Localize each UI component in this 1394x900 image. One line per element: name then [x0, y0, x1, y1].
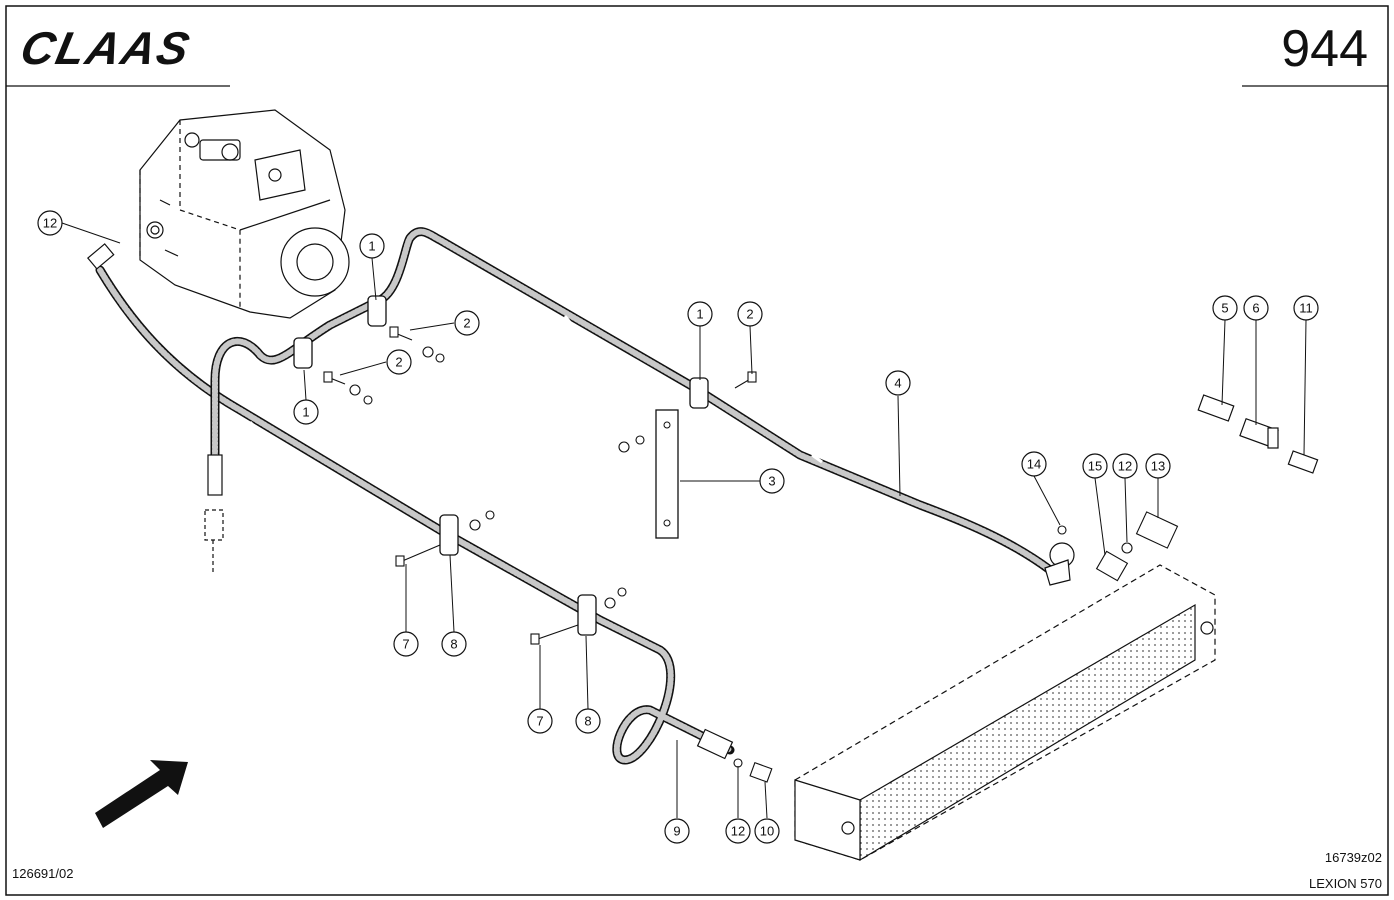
- brand-logo: CLAAS: [16, 22, 195, 73]
- clamps: [293, 295, 709, 636]
- callout-marker: 2: [737, 301, 763, 327]
- model-name: LEXION 570: [1309, 876, 1382, 891]
- callout-label: 1: [368, 239, 375, 254]
- hydraulic-pump: [139, 109, 350, 319]
- callout-label: 8: [450, 637, 457, 652]
- callout-label: 10: [760, 824, 774, 839]
- callout-label: 2: [746, 307, 753, 322]
- callout-marker: 12: [37, 210, 63, 236]
- callout-marker: 7: [393, 631, 419, 657]
- callout-label: 7: [536, 714, 543, 729]
- callout-label: 4: [894, 376, 901, 391]
- mounting-bracket: [655, 409, 679, 539]
- callout-marker: 12: [1112, 453, 1138, 479]
- callout-marker: 10: [754, 818, 780, 844]
- callout-marker: 8: [441, 631, 467, 657]
- callout-label: 12: [731, 824, 745, 839]
- callout-marker: 2: [454, 310, 480, 336]
- oil-cooler: [794, 564, 1216, 862]
- callout-label: 9: [673, 824, 680, 839]
- callout-marker: 1: [359, 233, 385, 259]
- callout-label: 2: [395, 355, 402, 370]
- callout-markers: 12 1 2 2 1 1 2 4 3 5 6 11 14 15 12 13 7 …: [37, 210, 1319, 844]
- callout-label: 3: [768, 474, 775, 489]
- callout-label: 12: [43, 216, 57, 231]
- bolts-and-nuts: [323, 326, 1179, 783]
- hose-lines: [95, 227, 1055, 765]
- callout-marker: 12: [725, 818, 751, 844]
- callout-marker: 6: [1243, 295, 1269, 321]
- callout-label: 11: [1299, 301, 1313, 316]
- callout-marker: 9: [664, 818, 690, 844]
- callout-label: 1: [696, 307, 703, 322]
- callout-marker: 5: [1212, 295, 1238, 321]
- document-code: 126691/02: [12, 866, 73, 881]
- callout-label: 2: [463, 316, 470, 331]
- callout-label: 12: [1118, 459, 1132, 474]
- callout-marker: 15: [1082, 453, 1108, 479]
- adapter-fittings: [1197, 394, 1319, 474]
- callout-marker: 4: [885, 370, 911, 396]
- callout-marker: 3: [759, 468, 785, 494]
- callout-marker: 14: [1021, 451, 1047, 477]
- callout-marker: 2: [386, 349, 412, 375]
- callout-marker: 7: [527, 708, 553, 734]
- callout-marker: 8: [575, 708, 601, 734]
- callout-marker: 11: [1293, 295, 1319, 321]
- page-number: 944: [1281, 20, 1368, 78]
- callout-label: 7: [402, 637, 409, 652]
- callout-label: 1: [302, 405, 309, 420]
- leader-lines: [61, 222, 1307, 819]
- direction-arrow-icon: [95, 760, 188, 828]
- callout-label: 6: [1252, 301, 1259, 316]
- callout-label: 13: [1151, 459, 1165, 474]
- callout-label: 5: [1221, 301, 1228, 316]
- callout-label: 8: [584, 714, 591, 729]
- fittings: [86, 243, 1075, 760]
- callout-label: 15: [1088, 459, 1102, 474]
- callout-marker: 13: [1145, 453, 1171, 479]
- drawing-id: 16739z02: [1325, 850, 1382, 865]
- callout-label: 14: [1027, 457, 1041, 472]
- callout-marker: 1: [687, 301, 713, 327]
- callout-marker: 1: [293, 399, 319, 425]
- page-border: [5, 5, 1389, 896]
